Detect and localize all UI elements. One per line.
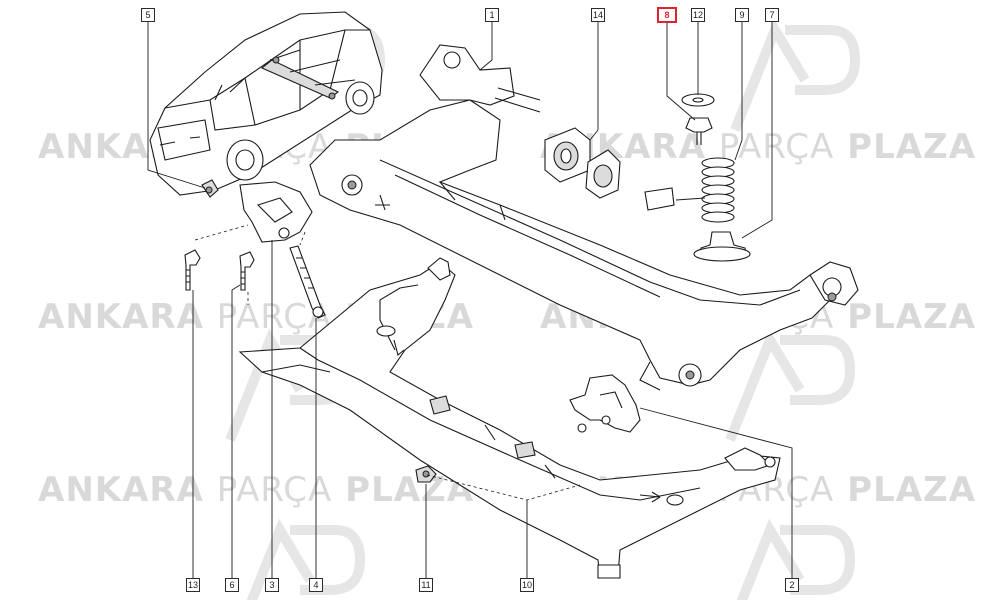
watermark-logo-icon: [246, 518, 366, 600]
rear-axle-beam: [309, 44, 859, 391]
watermark-logo-icon: [736, 518, 856, 600]
bushing-set: [544, 127, 621, 199]
small-bracket: [569, 374, 641, 433]
coil-spring-icon: [701, 157, 735, 223]
watermark-logo-icon: [725, 328, 856, 442]
callout-11[interactable]: 11: [419, 578, 433, 592]
callout-9[interactable]: 9: [735, 8, 749, 22]
callout-1[interactable]: 1: [485, 8, 499, 22]
callout-12[interactable]: 12: [691, 8, 705, 22]
callout-7[interactable]: 7: [765, 8, 779, 22]
leader-lines: [147, 22, 793, 578]
callout-13[interactable]: 13: [186, 578, 200, 592]
callout-8[interactable]: 8: [657, 7, 677, 23]
callout-6[interactable]: 6: [225, 578, 239, 592]
callout-4[interactable]: 4: [309, 578, 323, 592]
nut-11: [415, 465, 437, 483]
lower-crossmember: [238, 257, 781, 579]
callout-10[interactable]: 10: [520, 578, 534, 592]
callout-2[interactable]: 2: [785, 578, 799, 592]
spring-assembly: [644, 93, 751, 262]
callout-14[interactable]: 14: [591, 8, 605, 22]
car-thumbnail: [149, 11, 383, 196]
left-bracket-group: [184, 179, 326, 319]
watermark-logo-icon: [730, 18, 861, 132]
callout-3[interactable]: 3: [265, 578, 279, 592]
callout-5[interactable]: 5: [141, 8, 155, 22]
